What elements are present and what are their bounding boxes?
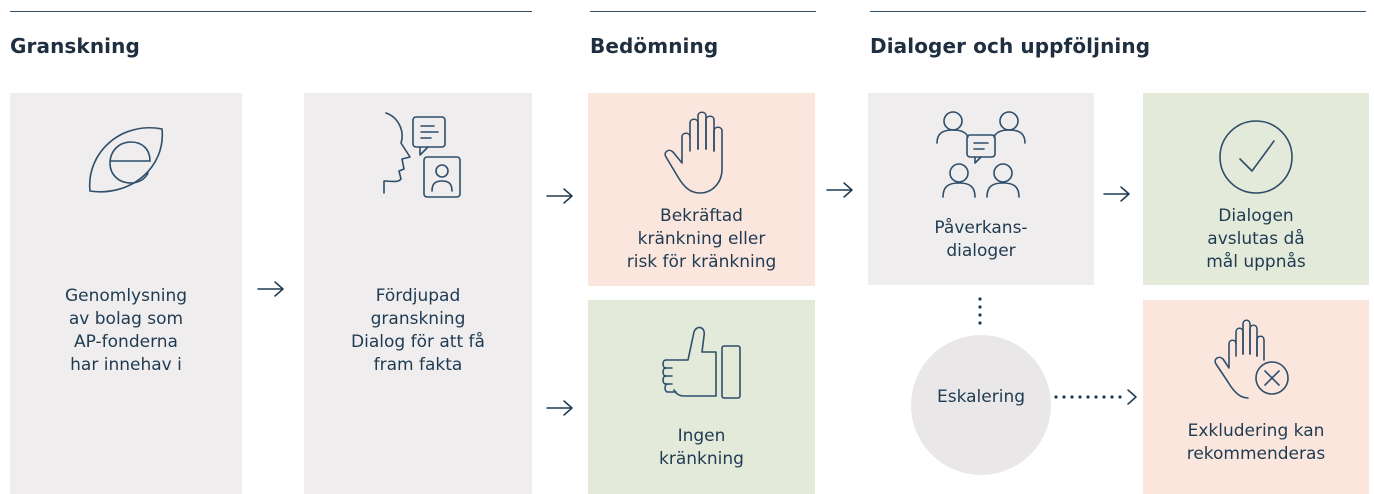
group-chat-icon (868, 107, 1094, 207)
box-genomlysning-label: Genomlysning av bolag som AP-fonderna ha… (64, 286, 188, 375)
section-rule-granskning (10, 11, 532, 12)
right-arrow-icon (545, 186, 575, 206)
hand-with-x-icon (1143, 316, 1369, 416)
section-heading-dialoger: Dialoger och uppföljning (870, 34, 1151, 58)
box-avslutas-label: Dialogen avslutas då mål uppnås (1206, 206, 1306, 272)
right-arrow-icon (256, 279, 286, 299)
raised-hand-icon (588, 107, 815, 207)
section-heading-bedomning: Bedömning (590, 34, 719, 58)
escalation-circle: Eskalering (911, 335, 1051, 475)
thumbs-up-icon (588, 316, 815, 416)
box-bekraftad-label: Bekräftad kränkning eller risk för kränk… (626, 206, 777, 272)
leaf-e-logo-icon (10, 111, 242, 211)
section-rule-dialoger (870, 11, 1366, 12)
box-paverkans-label: Påverkans- dialoger (934, 218, 1028, 261)
box-ingen-label: Ingen kränkning (659, 426, 744, 469)
box-fordjupad: Fördjupad granskning Dialog för att få f… (304, 93, 532, 494)
right-arrow-icon (1102, 184, 1132, 204)
right-arrow-icon (825, 180, 855, 200)
dotted-arrow-icon (1052, 386, 1138, 408)
box-fordjupad-label: Fördjupad granskning Dialog för att få f… (351, 286, 485, 375)
right-arrow-icon (545, 398, 575, 418)
checkmark-circle-icon (1143, 107, 1369, 207)
box-ingen: Ingen kränkning (588, 300, 815, 494)
box-exkludering-label: Exkludering kan rekommenderas (1186, 421, 1326, 464)
vertical-dotted-connector (972, 295, 988, 331)
box-paverkans: Påverkans- dialoger (868, 93, 1094, 285)
box-avslutas: Dialogen avslutas då mål uppnås (1143, 93, 1369, 285)
profile-dialogue-icon (304, 111, 532, 211)
box-bekraftad: Bekräftad kränkning eller risk för kränk… (588, 93, 815, 286)
box-exkludering: Exkludering kan rekommenderas (1143, 300, 1369, 494)
box-genomlysning: Genomlysning av bolag som AP-fonderna ha… (10, 93, 242, 494)
escalation-label: Eskalering (936, 387, 1026, 407)
section-heading-granskning: Granskning (10, 34, 140, 58)
section-rule-bedomning (590, 11, 816, 12)
